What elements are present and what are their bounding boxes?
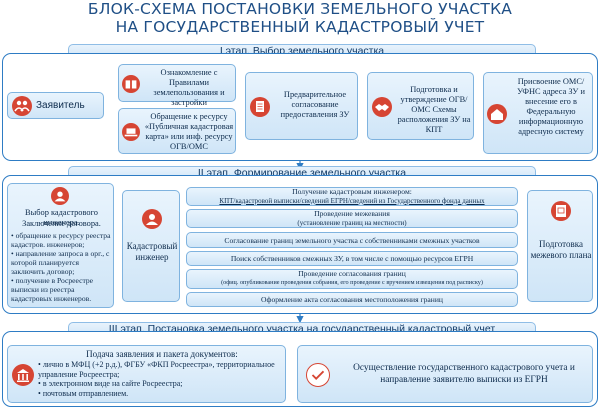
house-icon (487, 104, 507, 124)
laptop-icon (122, 123, 140, 141)
submission-box: Подача заявления и пакета документов: • … (7, 345, 286, 403)
step-sub: (установление границ на местности) (297, 218, 407, 227)
book-icon (122, 75, 140, 93)
choose-engineer-title: Выбор кадастрового инженера. (25, 208, 98, 227)
rules-text: Ознакомление с Правилами землепользовани… (153, 68, 225, 107)
step-main: Проведение согласования границ (298, 269, 406, 278)
contract-text: Заключение договора. (22, 219, 101, 228)
applicant-label: Заявитель (36, 100, 85, 111)
submission-item-text: лично в МФЦ (+2 р.д.), ФГБУ «ФКП Росреес… (38, 360, 275, 379)
submission-title: Подача заявления и пакета документов: (86, 349, 238, 359)
handshake-icon (372, 97, 392, 117)
address-text: Присвоение ОМС/УФНС адреса ЗУ и внесение… (517, 77, 585, 136)
plan-box: Подготовка межевого плана (527, 190, 593, 302)
engineer-icon (51, 187, 69, 205)
engineer-option: • обращение к ресурсу реестра кадастров.… (11, 231, 111, 249)
result-box: Осуществление государственного кадастров… (297, 345, 593, 403)
result-text: Осуществление государственного кадастров… (353, 363, 575, 385)
step-sub: (офиц. опубликование проведения собрания… (221, 278, 483, 286)
rules-box: Ознакомление с Правилами землепользовани… (118, 64, 236, 107)
address-box: Присвоение ОМС/УФНС адреса ЗУ и внесение… (483, 72, 593, 154)
submission-item: • в электронном виде на сайте Росреестра… (38, 379, 183, 388)
step-main: Проведение межевания (314, 209, 390, 218)
approval-box: Подготовка и утверждение ОГВ/ОМС Схемы р… (367, 72, 474, 140)
submission-list: • лично в МФЦ (+2 р.д.), ФГБУ «ФКП Росре… (38, 360, 283, 398)
step-sub: КПТ/кадастровой выписки/сведений ЕГРН/св… (219, 196, 485, 205)
approval-text: Подготовка и утверждение ОГВ/ОМС Схемы р… (397, 85, 471, 134)
preliminary-text: Предварительное согласование предоставле… (280, 90, 350, 119)
step-main: Поиск собственников смежных ЗУ, в том чи… (230, 254, 474, 263)
step-main: Согласование границ земельного участка с… (224, 236, 480, 245)
step-conduct-agreement: Проведение согласования границ (офиц. оп… (186, 269, 518, 289)
page-title-line1: БЛОК-СХЕМА ПОСТАНОВКИ ЗЕМЕЛЬНОГО УЧАСТКА (87, 0, 513, 18)
submission-item-text: почтовым отправлением. (42, 388, 129, 398)
appeal-text: Обращение к ресурсу «Публичная кадастров… (144, 112, 234, 151)
page-title-line2: НА ГОСУДАРСТВЕННЫЙ КАДАСТРОВЫЙ УЧЕТ (115, 18, 485, 36)
engineer-option-text: обращение к ресурсу реестра кадастров. и… (11, 231, 111, 249)
checkmark-icon (306, 363, 330, 387)
engineer-options: • обращение к ресурсу реестра кадастров.… (11, 231, 113, 303)
applicant-box: Заявитель (7, 92, 104, 119)
engineer-option: • получение в Росреестре выписки из реес… (11, 276, 94, 303)
preliminary-box: Предварительное согласование предоставле… (245, 72, 358, 140)
engineer-box: Кадастровый инженер (122, 190, 180, 302)
submission-item-text: в электронном виде на сайте Росреестра; (42, 379, 183, 388)
plan-label: Подготовка межевого плана (530, 239, 592, 260)
document-icon (250, 97, 270, 117)
engineer-option-text: направление запроса в орг., с которой пл… (11, 249, 110, 276)
step-act: Оформление акта согласования местоположе… (186, 292, 518, 307)
step-agreement: Согласование границ земельного участка с… (186, 232, 518, 248)
appeal-box: Обращение к ресурсу «Публичная кадастров… (118, 108, 236, 154)
step-search-owners: Поиск собственников смежных ЗУ, в том чи… (186, 251, 518, 266)
engineer-icon (142, 209, 162, 229)
step-surveying: Проведение межевания (установление грани… (186, 209, 518, 228)
step-main: Оформление акта согласования местоположе… (261, 295, 443, 304)
step-main: Получение кадастровым инженером: (292, 187, 412, 196)
plan-icon (551, 201, 571, 221)
meeting-icon (12, 96, 32, 116)
engineer-option-text: получение в Росреестре выписки из реестр… (11, 276, 94, 303)
engineer-label: Кадастровый инженер (126, 241, 178, 262)
step-get-data: Получение кадастровым инженером: КПТ/кад… (186, 187, 518, 206)
submission-item: • почтовым отправлением. (38, 388, 129, 398)
choose-engineer-box: Выбор кадастрового инженера. Заключение … (7, 183, 114, 308)
engineer-option: • направление запроса в орг., с которой … (11, 249, 110, 276)
building-icon (12, 364, 34, 386)
submission-item: • лично в МФЦ (+2 р.д.), ФГБУ «ФКП Росре… (38, 360, 275, 379)
